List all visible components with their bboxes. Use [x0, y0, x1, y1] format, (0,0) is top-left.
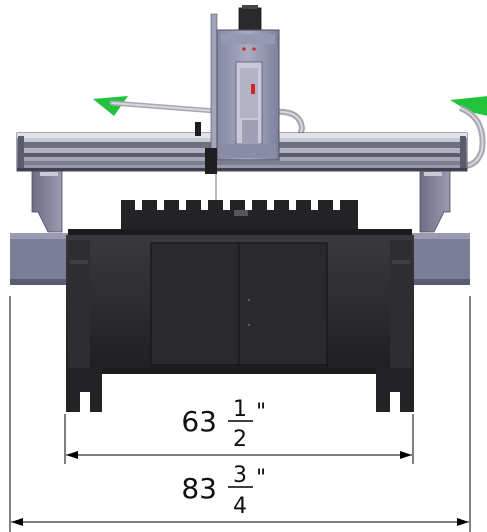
inner-dimension	[64, 414, 414, 464]
outer-dim-numerator: 3	[233, 463, 247, 488]
inner-dimension-label: 63 1 2 "	[181, 397, 282, 452]
z-axis-column	[210, 13, 280, 161]
inner-dim-denominator: 2	[233, 427, 247, 452]
outer-dim-whole: 83	[181, 472, 217, 505]
inner-dim-whole: 63	[181, 405, 217, 438]
spindle-motor	[238, 5, 262, 31]
outer-dim-denominator: 4	[233, 494, 247, 519]
t-slot-bed	[121, 200, 358, 232]
outer-dimension-label: 83 3 4 "	[181, 463, 282, 519]
table-legs	[66, 368, 414, 412]
outer-dimension	[9, 296, 471, 532]
inner-dim-numerator: 1	[233, 397, 247, 422]
left-gantry-leg	[31, 169, 63, 233]
table-body	[66, 229, 414, 369]
right-gantry-leg	[419, 169, 451, 233]
left-side-block	[10, 233, 72, 285]
right-cable-guide	[450, 96, 487, 169]
inner-dim-unit: "	[256, 400, 266, 425]
right-side-block	[410, 233, 470, 285]
left-cable-guide	[93, 96, 231, 116]
outer-dim-unit: "	[256, 466, 266, 491]
